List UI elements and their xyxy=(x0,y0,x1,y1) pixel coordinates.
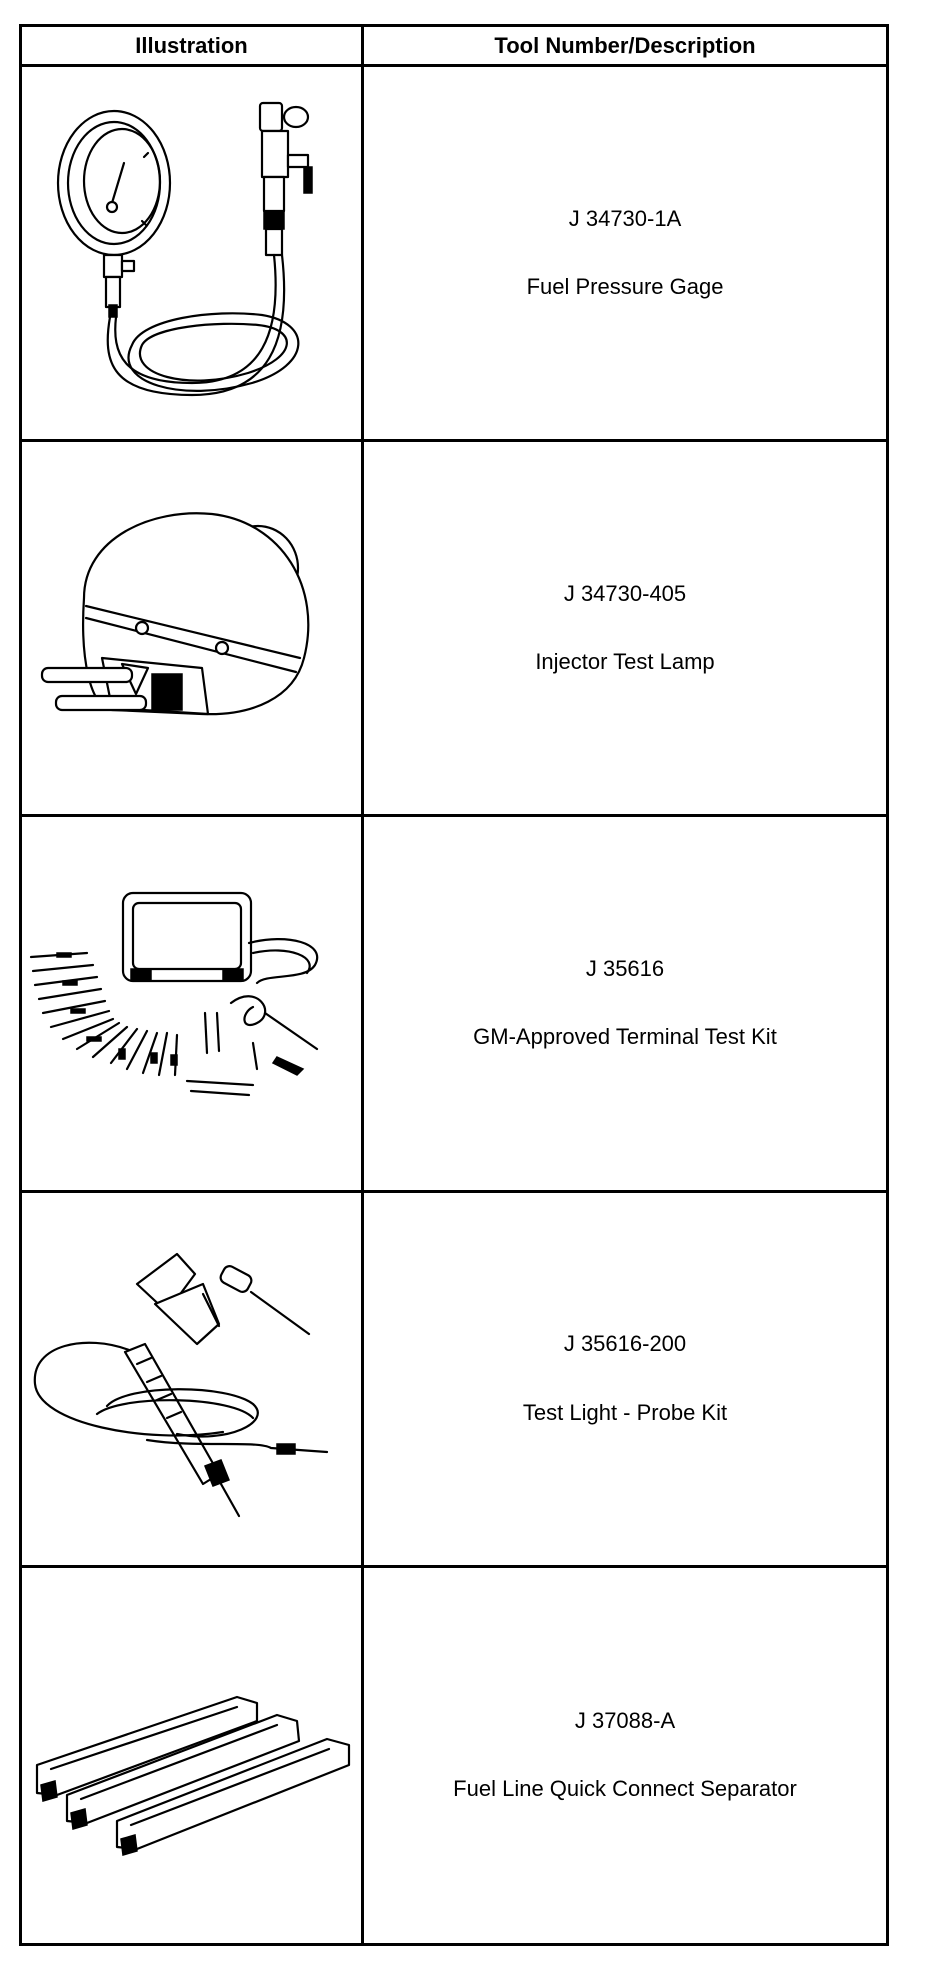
illustration-cell xyxy=(22,1192,364,1568)
tool-table: Illustration Tool Number/Description xyxy=(19,24,889,1946)
tool-description-cell: J 34730-405 Injector Test Lamp xyxy=(364,442,886,818)
tool-number: J 35616 xyxy=(585,956,665,982)
tool-number: J 34730-1A xyxy=(568,205,682,231)
injector-test-lamp-icon xyxy=(40,512,309,716)
tool-description: Fuel Line Quick Connect Separator xyxy=(453,1776,797,1802)
tool-number: J 37088-A xyxy=(574,1708,676,1733)
tool-description-cell: J 37088-A Fuel Line Quick Connect Separa… xyxy=(364,1568,886,1943)
tool-description-cell: J 35616 GM-Approved Terminal Test Kit xyxy=(364,817,886,1193)
quick-connect-separator-icon xyxy=(35,1696,350,1857)
tool-description-cell: J 35616-200 Test Light - Probe Kit xyxy=(364,1193,886,1568)
tool-description: GM-Approved Terminal Test Kit xyxy=(473,1024,777,1050)
header-illustration: Illustration xyxy=(22,27,364,67)
tool-description-cell: J 34730-1A Fuel Pressure Gage xyxy=(364,67,886,443)
illustration-cell xyxy=(22,442,364,818)
illustration-cell xyxy=(22,817,364,1193)
tool-description: Injector Test Lamp xyxy=(535,649,715,675)
terminal-test-kit-icon xyxy=(29,892,318,1097)
tool-description: Fuel Pressure Gage xyxy=(526,274,724,300)
tool-number: J 34730-405 xyxy=(563,580,687,606)
illustration-cell xyxy=(22,67,364,443)
tool-number: J 35616-200 xyxy=(563,1331,687,1357)
test-light-probe-kit-icon xyxy=(33,1252,328,1517)
fuel-pressure-gage-icon xyxy=(56,101,313,397)
header-tool-number-description: Tool Number/Description xyxy=(364,27,886,67)
illustration-cell xyxy=(22,1567,364,1943)
tool-description: Test Light - Probe Kit xyxy=(522,1399,728,1425)
